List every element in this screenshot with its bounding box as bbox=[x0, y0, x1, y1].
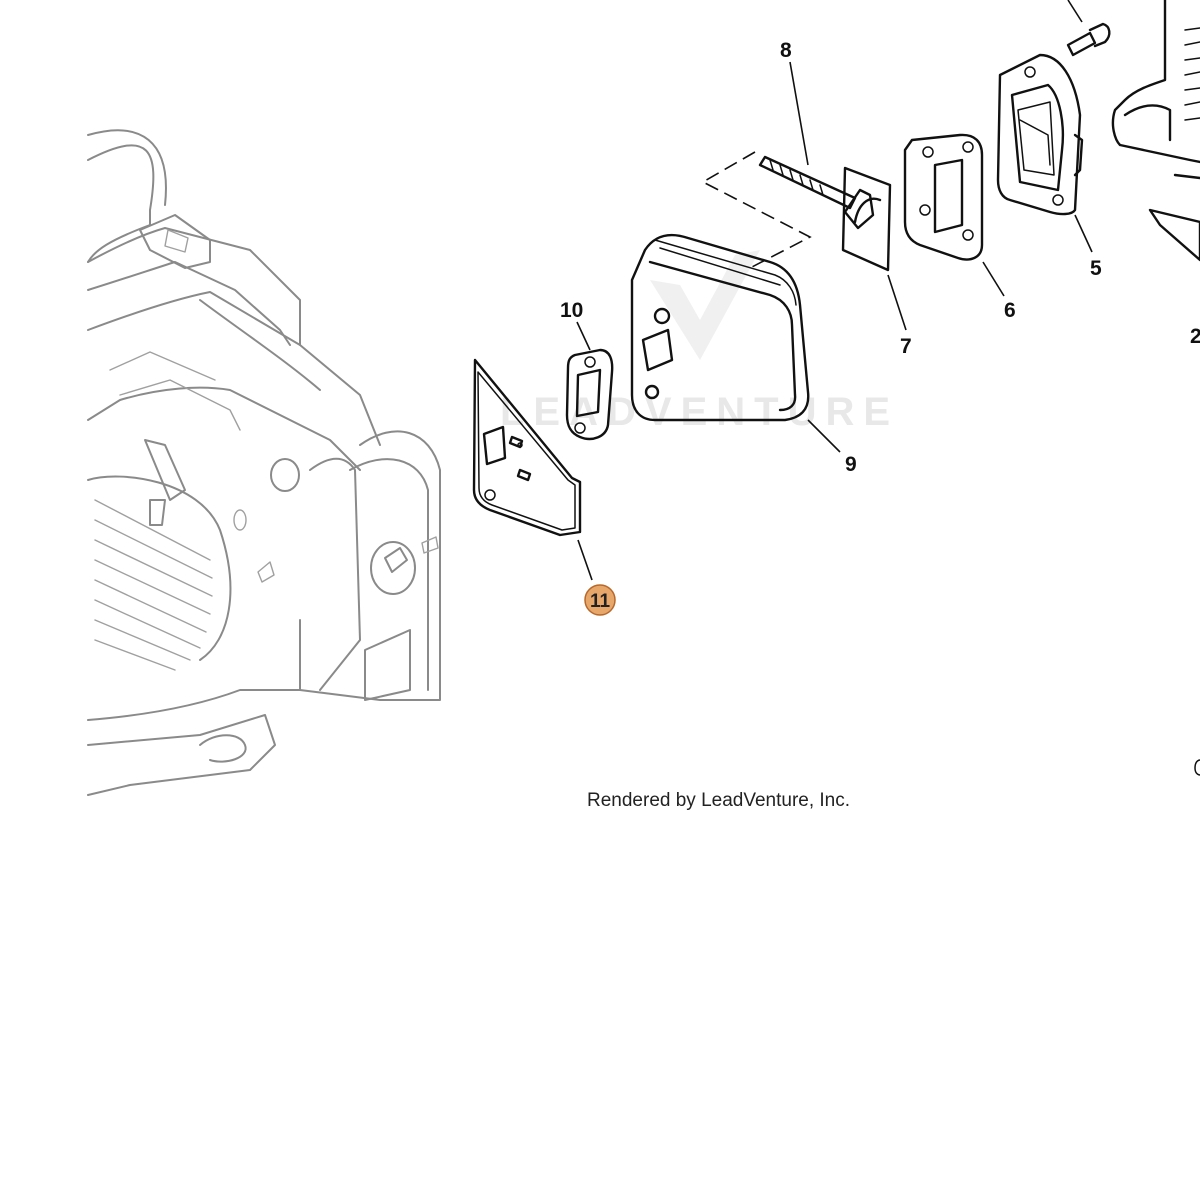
callout-8: 8 bbox=[780, 39, 792, 62]
part-5-plate bbox=[996, 53, 1084, 216]
callout-11: 11 bbox=[590, 591, 611, 612]
watermark-text: LEADVENTURE bbox=[500, 390, 899, 434]
part-7-screen bbox=[841, 166, 892, 272]
callout-6: 6 bbox=[1004, 299, 1016, 322]
watermark: LEADVENTURE bbox=[500, 250, 899, 434]
callout-labels: 8 9 7 6 5 2 10 11 bbox=[560, 39, 1200, 776]
part-top-screw bbox=[1066, 0, 1111, 57]
part-10-gasket bbox=[565, 348, 614, 441]
chainsaw-body-illustration bbox=[87, 129, 441, 796]
part-9-muffler bbox=[630, 234, 810, 422]
part-6-gasket bbox=[903, 133, 984, 261]
leader-lines bbox=[576, 61, 1093, 581]
part-8-bolt bbox=[758, 155, 882, 230]
callout-10: 10 bbox=[560, 299, 583, 322]
callout-7: 7 bbox=[900, 335, 912, 358]
callout-11-highlighted[interactable]: 11 bbox=[584, 584, 616, 616]
alignment-guides bbox=[701, 151, 812, 269]
part-top-right-bracket bbox=[1111, 0, 1200, 262]
callout-2: 2 bbox=[1190, 325, 1200, 348]
part-11-gasket-plate bbox=[472, 358, 582, 537]
callout-9: 9 bbox=[845, 453, 857, 476]
callout-5: 5 bbox=[1090, 257, 1102, 280]
render-credit: Rendered by LeadVenture, Inc. bbox=[587, 790, 850, 811]
